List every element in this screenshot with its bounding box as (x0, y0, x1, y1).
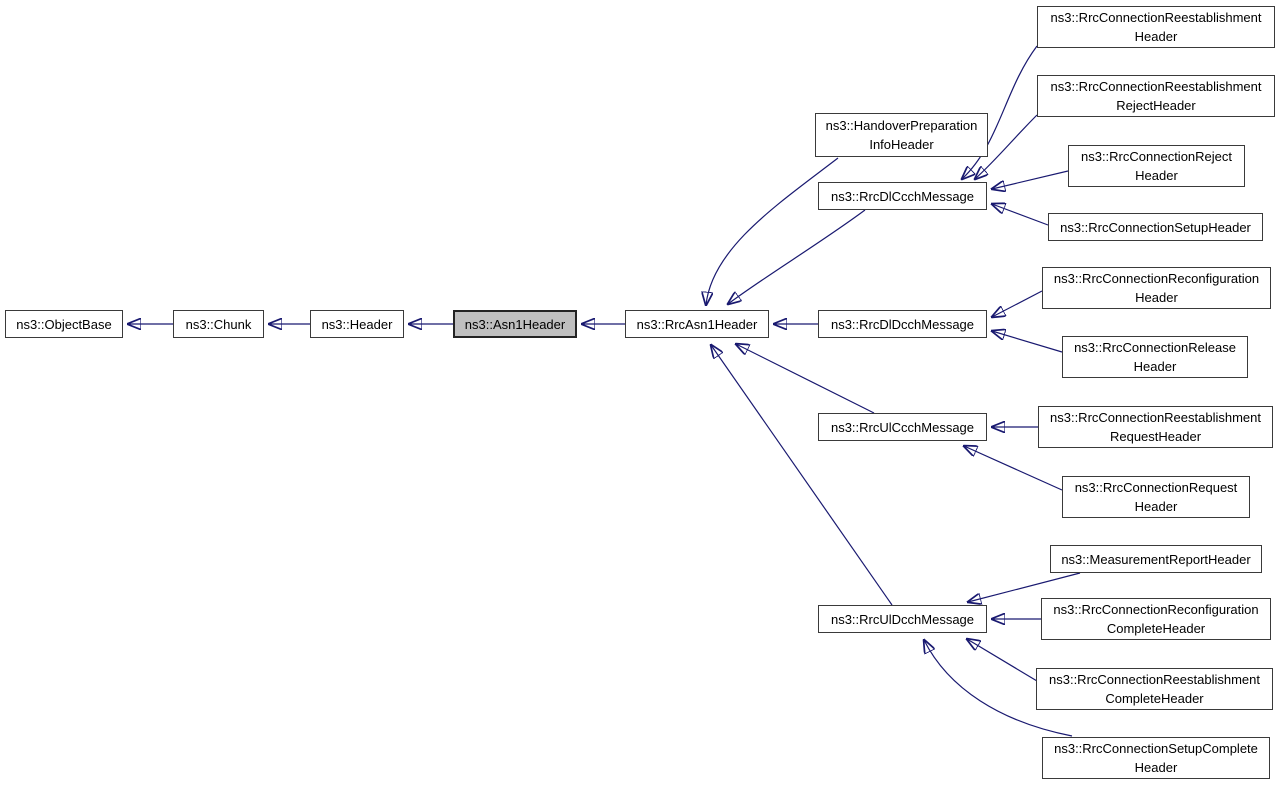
class-label: ns3::RrcConnectionRelease (1074, 340, 1236, 355)
class-label: ns3::RrcUlCcchMessage (830, 419, 975, 435)
class-node-ns3-handoverpreparationinfoheader[interactable]: ns3::HandoverPreparation InfoHeader (815, 113, 988, 157)
class-label: ns3::Asn1Header (464, 316, 566, 332)
class-label: Header (1134, 29, 1178, 44)
class-node-ns3-rrcconnectionreconfigurationheader[interactable]: ns3::RrcConnectionReconfiguration Header (1042, 267, 1271, 309)
edge-rrculccchmessage-to-rrcasn1header (736, 344, 875, 414)
edge-rrculdcchmessage-to-rrcasn1header (711, 345, 893, 606)
class-node-ns3-rrcconnectionrequestheader[interactable]: ns3::RrcConnectionRequest Header (1062, 476, 1250, 518)
class-label: ns3::RrcConnectionReject (1080, 149, 1233, 164)
class-node-ns3-rrcconnectionsetupcompleteheader[interactable]: ns3::RrcConnectionSetupComplete Header (1042, 737, 1270, 779)
class-label: ns3::RrcConnectionReconfiguration (1053, 271, 1260, 286)
class-label: ns3::RrcDlCcchMessage (830, 188, 975, 204)
class-node-ns3-rrcasn1header[interactable]: ns3::RrcAsn1Header (625, 310, 769, 338)
class-node-ns3-rrcdlccchmessage[interactable]: ns3::RrcDlCcchMessage (818, 182, 987, 210)
class-node-ns3-rrcconnectionreleaseheader[interactable]: ns3::RrcConnectionRelease Header (1062, 336, 1248, 378)
edge-handoverpreparationinfoheader-to-rrcasn1header (706, 157, 839, 305)
edge-rrcconnectionrequestheader-to-rrculccchmessage (964, 446, 1063, 491)
edge-rrcconnectionreconfigurationheader-to-rrcdldcchmessage (992, 290, 1043, 317)
class-label: ns3::RrcConnectionRequest (1074, 480, 1238, 495)
class-node-ns3-rrculccchmessage[interactable]: ns3::RrcUlCcchMessage (818, 413, 987, 441)
class-node-ns3-header[interactable]: ns3::Header (310, 310, 404, 338)
class-node-ns3-rrcconnectionreestablishmentcompleteheader[interactable]: ns3::RrcConnectionReestablishment Comple… (1036, 668, 1273, 710)
class-label: InfoHeader (869, 137, 934, 152)
class-label: RejectHeader (1116, 98, 1196, 113)
class-label: CompleteHeader (1106, 621, 1206, 636)
class-node-ns3-asn1header-current: ns3::Asn1Header (453, 310, 577, 338)
class-label: ns3::RrcConnectionReestablishment (1050, 10, 1262, 25)
class-node-ns3-rrcdldcchmessage[interactable]: ns3::RrcDlDcchMessage (818, 310, 987, 338)
class-label: ns3::RrcConnectionReconfiguration (1053, 602, 1259, 617)
class-node-ns3-rrcconnectionsetupheader[interactable]: ns3::RrcConnectionSetupHeader (1048, 213, 1263, 241)
class-label: ns3::RrcAsn1Header (636, 316, 758, 332)
edge-rrcconnectionreleaseheader-to-rrcdldcchmessage (992, 331, 1063, 353)
class-label: ns3::RrcConnectionReestablishment (1050, 410, 1261, 425)
edge-rrcdlccchmessage-to-rrcasn1header (728, 209, 866, 304)
edge-rrcconnectionrejectheader-to-rrcdlccchmessage (992, 170, 1069, 189)
class-node-ns3-chunk[interactable]: ns3::Chunk (173, 310, 264, 338)
class-label: ns3::ObjectBase (16, 316, 112, 332)
class-node-ns3-rrcconnectionreestablishmentrequestheader[interactable]: ns3::RrcConnectionReestablishment Reques… (1038, 406, 1273, 448)
class-label: ns3::Header (321, 316, 393, 332)
class-label: Header (1134, 760, 1178, 775)
class-node-ns3-rrcconnectionrejectheader[interactable]: ns3::RrcConnectionReject Header (1068, 145, 1245, 187)
class-label: Header (1133, 359, 1177, 374)
class-label: ns3::RrcConnectionReestablishment (1050, 79, 1262, 94)
class-label: ns3::Chunk (185, 316, 252, 332)
class-label: ns3::RrcConnectionSetupHeader (1060, 219, 1251, 235)
class-node-ns3-objectbase[interactable]: ns3::ObjectBase (5, 310, 123, 338)
edge-rrcconnectionsetupcompleteheader-to-rrculdcchmessage (924, 640, 1073, 737)
class-label: ns3::MeasurementReportHeader (1061, 551, 1251, 567)
edge-measurementreportheader-to-rrculdcchmessage (968, 572, 1081, 602)
class-label: ns3::RrcConnectionSetupComplete (1054, 741, 1258, 756)
class-label: RequestHeader (1109, 429, 1202, 444)
class-label: ns3::RrcUlDcchMessage (830, 611, 975, 627)
edge-rrcconnectionsetupheader-to-rrcdlccchmessage (992, 204, 1049, 226)
class-node-ns3-rrcconnectionreconfigurationcompleteheader[interactable]: ns3::RrcConnectionReconfiguration Comple… (1041, 598, 1271, 640)
edge-rrcconnectionreestablishmentrejectheader-to-rrcdlccchmessage (975, 114, 1038, 179)
class-label: ns3::HandoverPreparation (825, 118, 978, 133)
class-label: ns3::RrcDlDcchMessage (830, 316, 975, 332)
class-node-ns3-measurementreportheader[interactable]: ns3::MeasurementReportHeader (1050, 545, 1262, 573)
class-label: CompleteHeader (1105, 691, 1204, 706)
class-node-ns3-rrcconnectionreestablishmentheader[interactable]: ns3::RrcConnectionReestablishment Header (1037, 6, 1275, 48)
edge-rrcconnectionreestablishmentcompleteheader-to-rrculdcchmessage (967, 639, 1038, 682)
class-node-ns3-rrcconnectionreestablishmentrejectheader[interactable]: ns3::RrcConnectionReestablishment Reject… (1037, 75, 1275, 117)
class-label: Header (1134, 499, 1178, 514)
class-node-ns3-rrculdcchmessage[interactable]: ns3::RrcUlDcchMessage (818, 605, 987, 633)
class-label: Header (1135, 168, 1178, 183)
class-label: ns3::RrcConnectionReestablishment (1049, 672, 1260, 687)
class-label: Header (1135, 290, 1178, 305)
